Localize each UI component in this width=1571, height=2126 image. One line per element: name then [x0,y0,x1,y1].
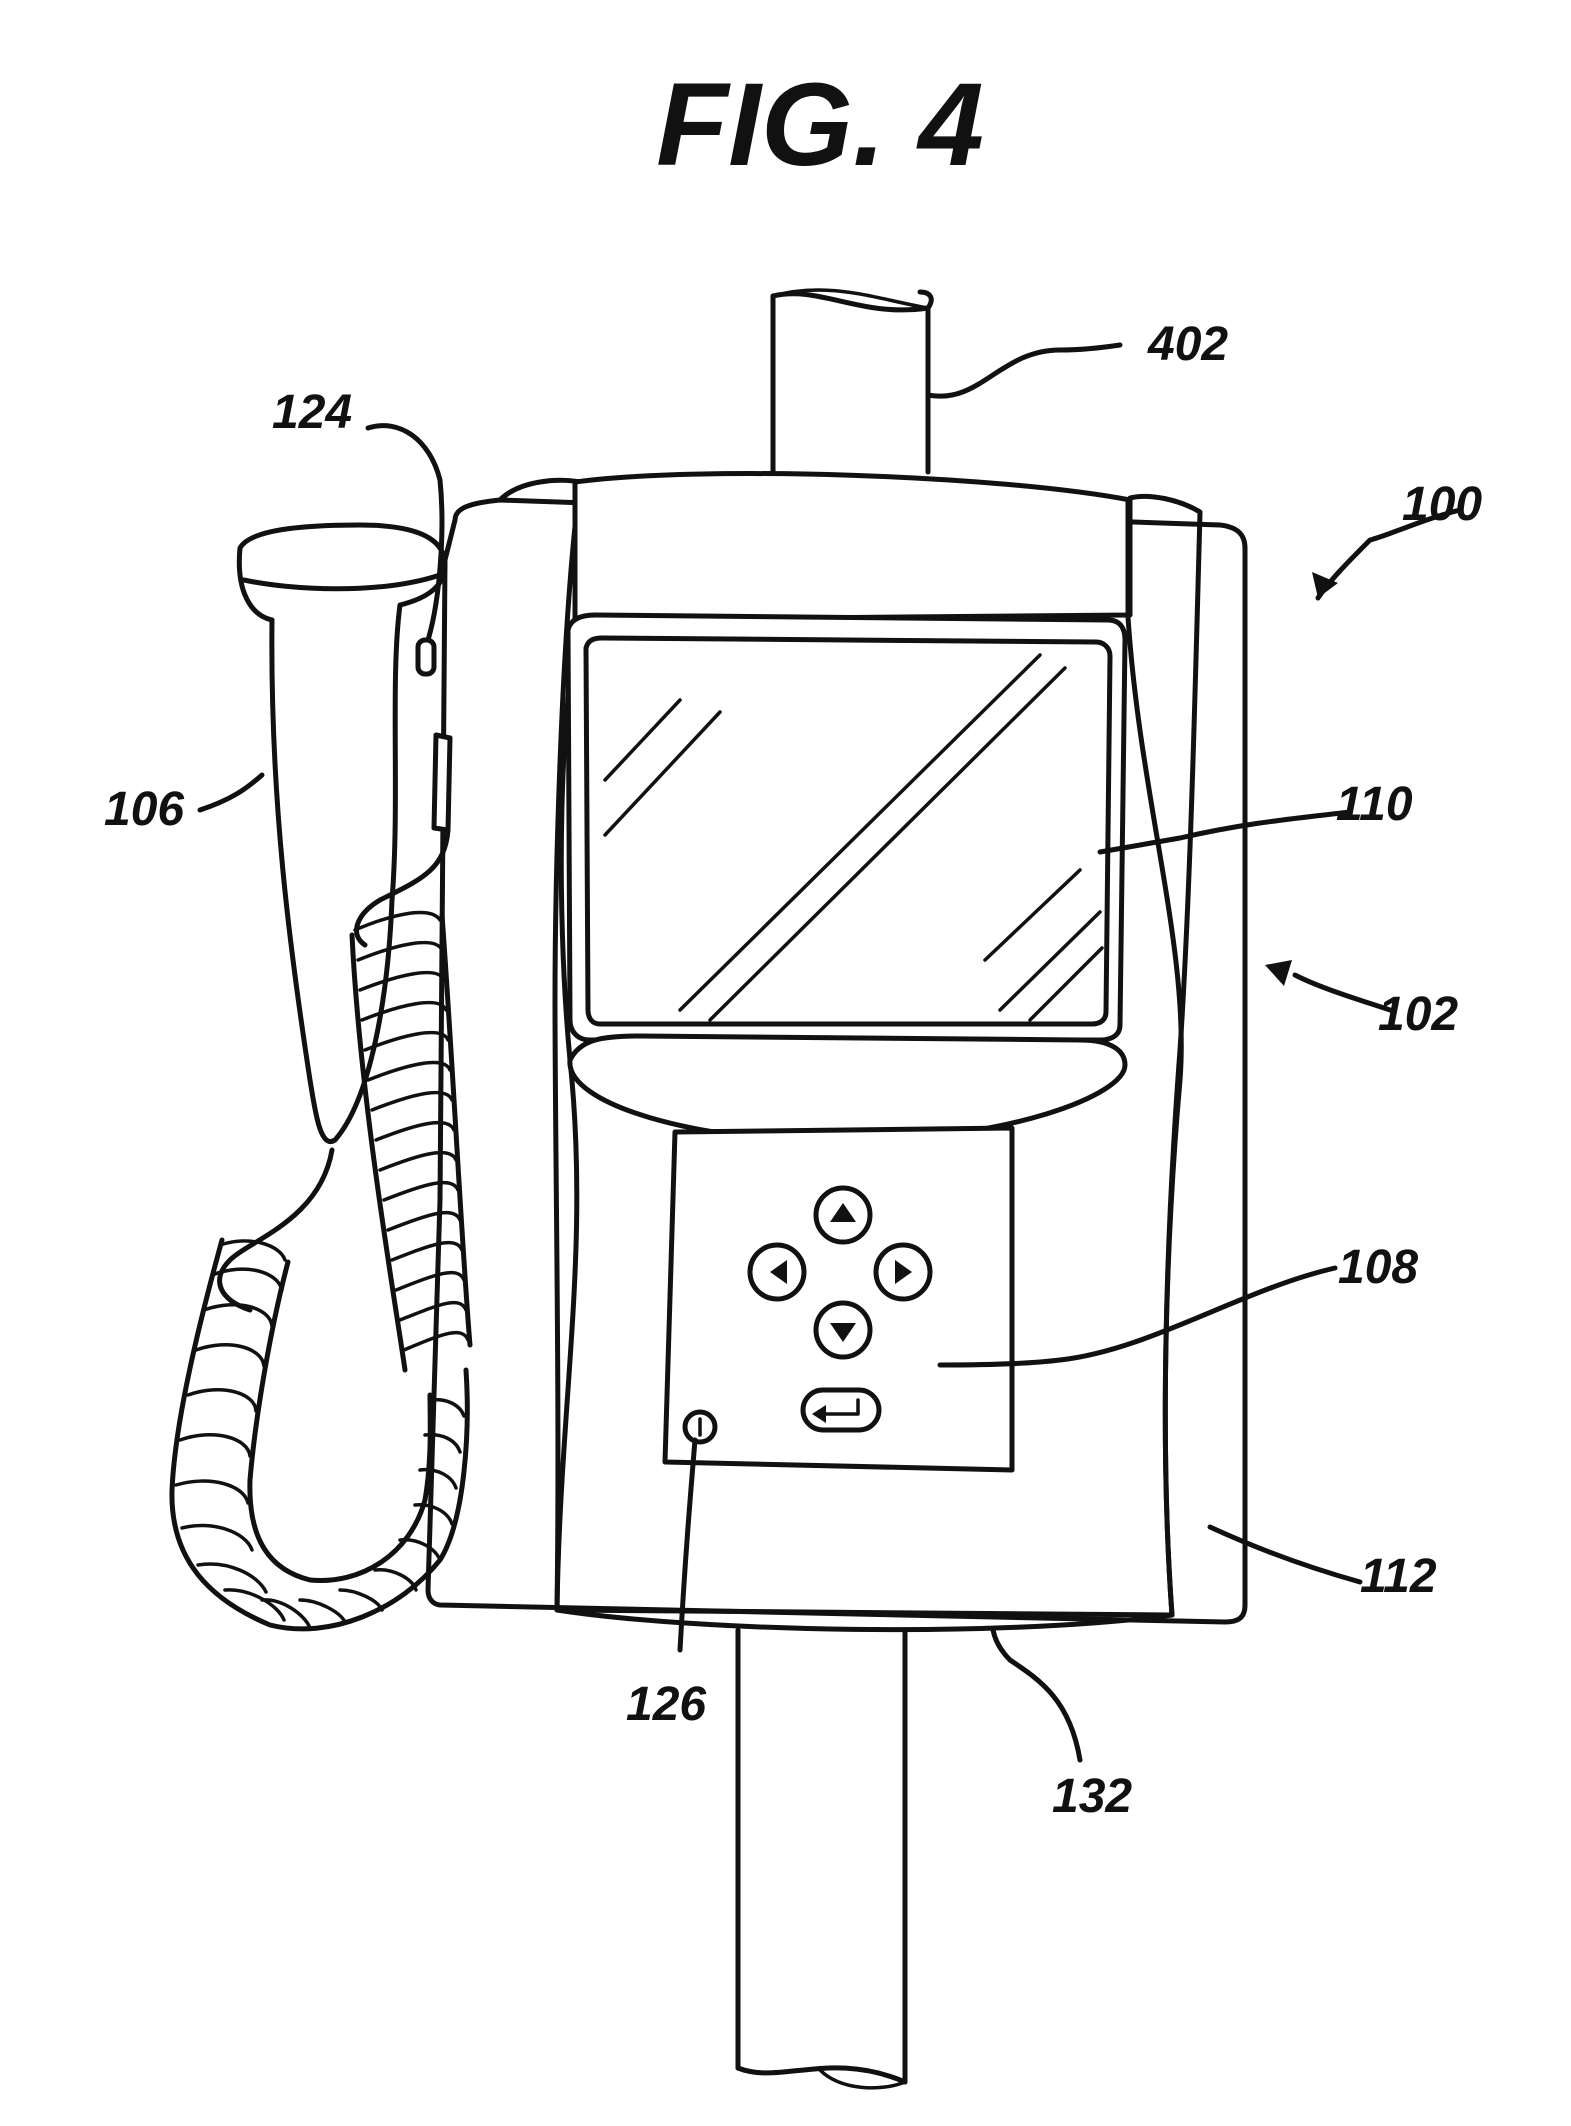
leader-102 [1292,972,1393,1013]
label-108: 108 [1338,1241,1418,1294]
label-100: 100 [1402,478,1482,531]
label-112: 112 [1360,1550,1437,1603]
key-up[interactable] [813,1185,873,1245]
keypad-panel [662,1125,1015,1473]
pole-lower [735,1627,908,2090]
leader-112 [1207,1524,1363,1585]
leader-110 [1097,809,1353,855]
pole-upper [770,288,934,475]
leader-126 [677,1437,698,1653]
key-enter[interactable] [800,1387,882,1433]
display-screen [565,612,1128,1145]
label-102: 102 [1378,988,1458,1041]
key-left[interactable] [747,1242,807,1302]
label-126: 126 [626,1678,706,1731]
label-132: 132 [1052,1770,1132,1823]
leader-402 [925,342,1123,399]
power-button[interactable] [682,1409,718,1445]
leader-106 [197,772,265,813]
handheld-probe [217,522,453,1313]
label-402: 402 [1147,318,1228,371]
leader-108 [937,1265,1338,1368]
leader-124 [365,423,445,643]
coiled-cord [169,827,473,1632]
figure-title: FIG. 4 [656,59,984,191]
key-right[interactable] [873,1242,933,1302]
leader-132 [990,1627,1083,1763]
key-down[interactable] [813,1300,873,1360]
label-124: 124 [272,386,352,439]
leader-lines [197,342,1463,1763]
label-110: 110 [1336,778,1413,831]
label-106: 106 [104,783,184,836]
